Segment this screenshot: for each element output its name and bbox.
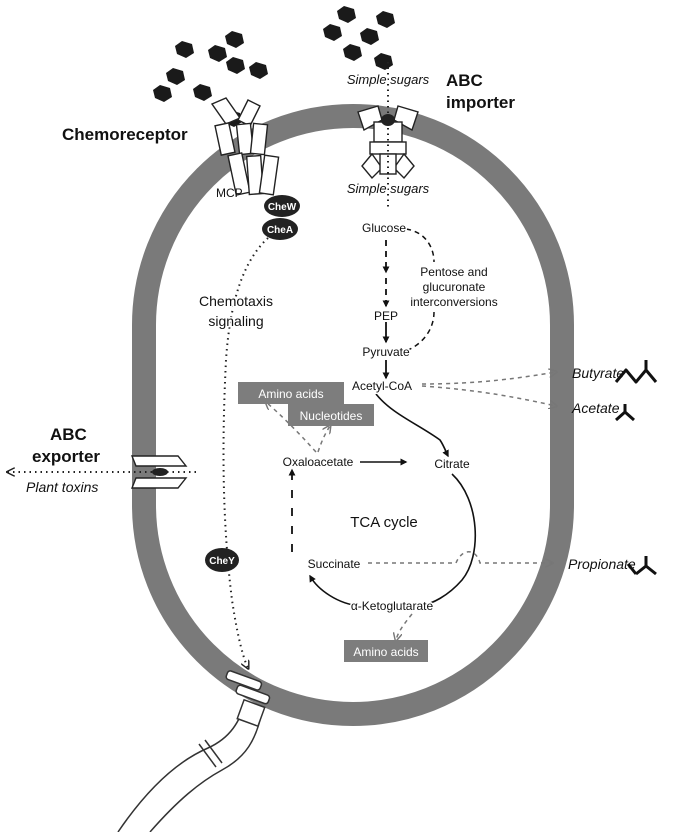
sugar-icon	[360, 28, 379, 45]
sugar-icon	[193, 84, 212, 101]
amino-acids-box-bottom	[344, 640, 428, 662]
acetate-label: Acetate	[571, 400, 620, 416]
sugar-icon	[226, 57, 245, 74]
sugar-icon	[208, 45, 227, 62]
pentose-loop	[405, 228, 435, 351]
acetylcoa-to-citrate-arrow	[375, 393, 449, 458]
chemotaxis-label-2: signaling	[208, 313, 263, 329]
to-amino-acids-arrow	[266, 402, 317, 453]
chew-label: CheW	[268, 202, 297, 213]
sugar-icon	[225, 31, 244, 48]
plant-toxins-label: Plant toxins	[26, 479, 98, 495]
abc-exporter	[130, 455, 188, 489]
abc-importer-label-2: importer	[446, 93, 515, 112]
pyruvate-label: Pyruvate	[362, 345, 410, 359]
sugar-icon	[166, 68, 185, 85]
tca-cycle-label: TCA cycle	[350, 514, 418, 531]
sugar-icon	[343, 44, 362, 61]
chey-label: CheY	[209, 556, 235, 567]
to-nucleotides-arrow	[317, 426, 330, 453]
simple-sugars-inside: Simple sugars	[347, 181, 430, 196]
simple-sugars-outside: Simple sugars	[347, 72, 430, 87]
mcp-label: MCP	[216, 186, 243, 200]
sugar-icon	[249, 62, 268, 79]
sugar-icon	[376, 11, 395, 28]
amino-acids-box-top	[238, 382, 344, 404]
citrate-to-akg-arrow	[418, 473, 477, 609]
chey-protein	[205, 548, 239, 572]
amino-acids-top-label: Amino acids	[258, 387, 323, 401]
citrate-label: Citrate	[434, 457, 470, 471]
acetyl-coa-label: Acetyl-CoA	[352, 379, 412, 393]
pentose-label-2: glucuronate	[423, 280, 486, 294]
chemotaxis-label-1: Chemotaxis	[199, 293, 273, 309]
akg-to-succinate-arrow	[309, 574, 361, 607]
a-ketoglutarate-label: α-Ketoglutarate	[351, 599, 434, 613]
acetate-arrow	[421, 385, 556, 406]
glucose-label: Glucose	[362, 221, 406, 235]
butyrate-icon	[614, 360, 658, 384]
propionate-icon	[626, 556, 657, 576]
flagellum	[117, 670, 271, 832]
abc-exporter-label-2: exporter	[32, 447, 100, 466]
sugar-icon	[337, 6, 356, 23]
nucleotides-label: Nucleotides	[300, 409, 363, 423]
oxaloacetate-label: Oxaloacetate	[283, 455, 354, 469]
abc-importer-label-1: ABC	[446, 71, 483, 90]
pentose-label-1: Pentose and	[420, 265, 487, 279]
amino-acids-bottom-label: Amino acids	[353, 645, 418, 659]
cell-membrane	[132, 104, 574, 726]
butyrate-label: Butyrate	[572, 365, 624, 381]
abc-exporter-label-1: ABC	[50, 425, 87, 444]
nucleotides-box	[288, 404, 374, 426]
sugar-icon	[323, 24, 342, 41]
succinate-label: Succinate	[308, 557, 361, 571]
sugar-icon	[153, 85, 172, 102]
sugar-molecules	[153, 6, 395, 127]
chemoreceptor-label: Chemoreceptor	[62, 125, 188, 144]
sugar-icon	[374, 53, 393, 70]
pentose-label-3: interconversions	[410, 295, 497, 309]
chea-label: CheA	[267, 225, 293, 236]
propionate-label: Propionate	[568, 556, 636, 572]
chew-protein	[264, 195, 300, 217]
butyrate-arrow	[421, 372, 556, 385]
chea-protein	[262, 218, 298, 240]
pep-label: PEP	[374, 309, 398, 323]
abc-importer	[357, 105, 419, 180]
acetate-icon	[615, 404, 635, 422]
sugar-icon	[175, 41, 194, 58]
akg-to-amino-acids-arrow	[396, 613, 413, 640]
propionate-arrow	[368, 551, 552, 563]
chemoreceptor-mcp	[210, 97, 280, 196]
